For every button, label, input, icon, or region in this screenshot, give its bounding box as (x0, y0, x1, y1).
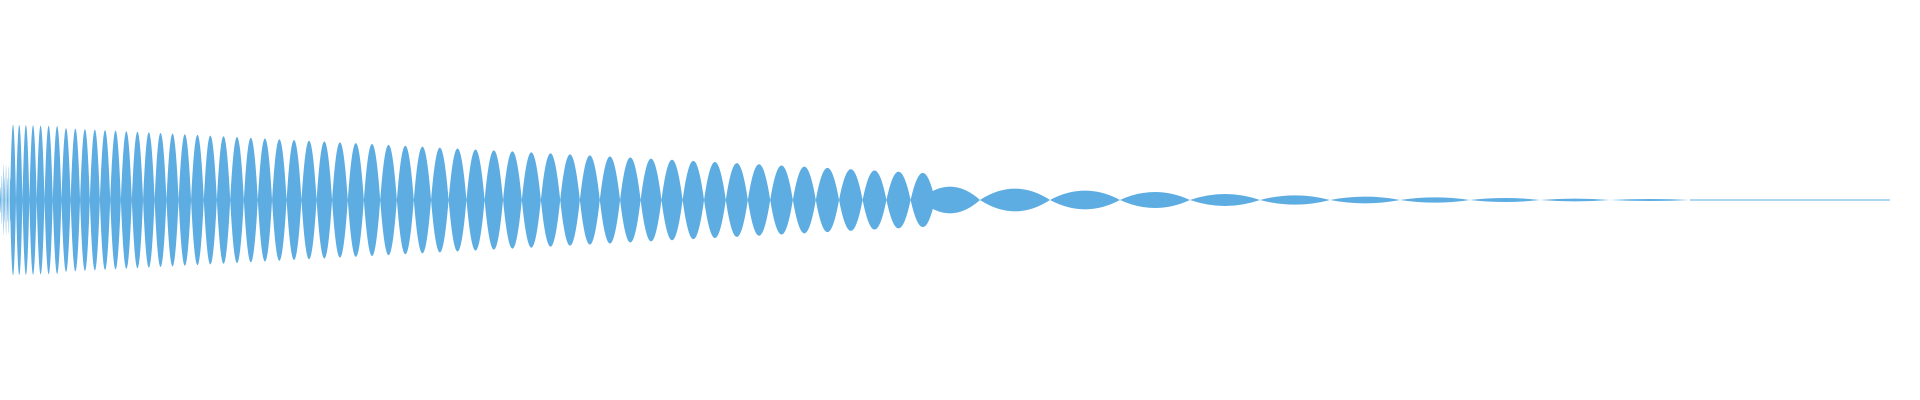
waveform-path (0, 124, 1690, 276)
waveform-lobes (0, 124, 1690, 276)
